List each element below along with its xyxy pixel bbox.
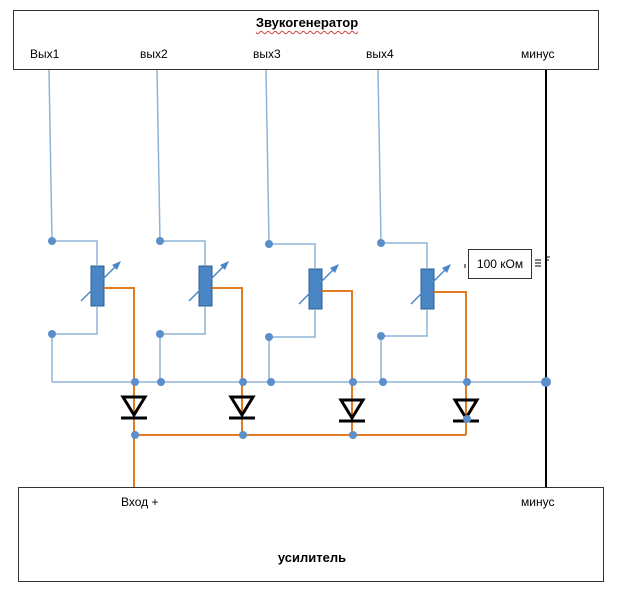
node — [377, 332, 385, 340]
generator-minus-label: минус — [521, 47, 555, 61]
sound-generator-box: Звукогенератор Вых1 вых2 вых3 вых4 минус — [13, 10, 599, 70]
channel-3 — [265, 69, 353, 435]
amplifier-box: Вход + минус усилитель — [18, 487, 604, 582]
potentiometer-2 — [198, 265, 213, 307]
node — [48, 330, 56, 338]
ground-node — [541, 377, 551, 387]
node — [131, 431, 139, 439]
channel-4 — [377, 69, 467, 420]
potentiometer-3 — [308, 268, 323, 310]
sound-generator-title: Звукогенератор — [255, 15, 359, 30]
node — [349, 431, 357, 439]
node — [156, 330, 164, 338]
node — [379, 378, 387, 386]
node — [377, 239, 385, 247]
generator-output-3-label: вых3 — [253, 47, 281, 61]
node — [463, 378, 471, 386]
node — [239, 378, 247, 386]
potentiometer-1 — [90, 265, 105, 307]
channel-2 — [156, 69, 243, 435]
node — [239, 431, 247, 439]
generator-output-2-label: вых2 — [140, 47, 168, 61]
node — [48, 237, 56, 245]
node — [265, 240, 273, 248]
node — [265, 333, 273, 341]
amplifier-title: усилитель — [277, 550, 347, 565]
node — [349, 378, 357, 386]
diode-1 — [120, 395, 148, 420]
node — [156, 237, 164, 245]
resistor-value-label: 100 кОм — [468, 249, 532, 279]
node — [267, 378, 275, 386]
amplifier-input-label: Вход + — [121, 495, 159, 509]
amplifier-minus-label: минус — [521, 495, 555, 509]
node — [157, 378, 165, 386]
node — [131, 378, 139, 386]
diode-3 — [338, 398, 366, 423]
node — [463, 415, 471, 423]
potentiometer-4 — [420, 268, 435, 310]
channel-1 — [48, 69, 135, 435]
generator-output-4-label: вых4 — [366, 47, 394, 61]
diode-2 — [228, 395, 256, 420]
generator-output-1-label: Вых1 — [30, 47, 60, 61]
